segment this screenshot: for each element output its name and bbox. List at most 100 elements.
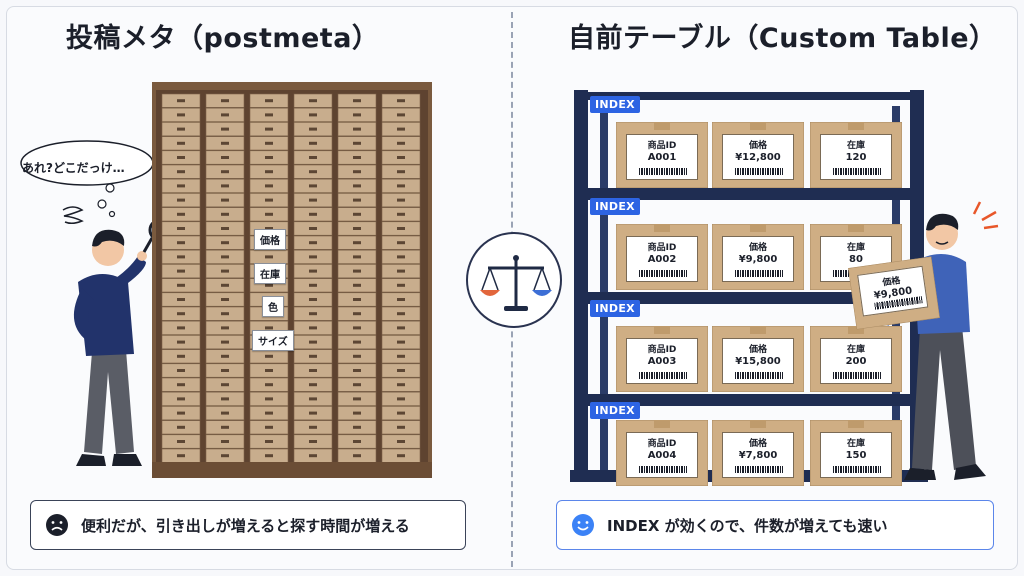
drawer-handle [221, 128, 229, 131]
drawer-handle [177, 383, 185, 386]
drawer-handle [353, 241, 361, 244]
drawer-handle [397, 341, 405, 344]
drawer-handle [265, 170, 273, 173]
drawer-handle [177, 312, 185, 315]
drawer-handle [353, 284, 361, 287]
box-label: 価格¥9,800 [722, 236, 794, 282]
drawer-handle [221, 426, 229, 429]
drawer-handle [397, 213, 405, 216]
drawer-handle [353, 255, 361, 258]
barcode-icon [735, 168, 783, 175]
drawer-handle [265, 156, 273, 159]
drawer-handle [309, 440, 317, 443]
drawer-handle [221, 355, 229, 358]
product-box: 価格¥7,800 [712, 420, 804, 486]
box-value: ¥12,800 [723, 152, 793, 163]
drawer-handle [397, 184, 405, 187]
drawer-handle [221, 454, 229, 457]
drawer-handle [265, 99, 273, 102]
drawer-handle [177, 426, 185, 429]
drawer-handle [397, 369, 405, 372]
drawer-handle [177, 270, 185, 273]
left-caption-box: 便利だが、引き出しが増えると探す時間が増える [30, 500, 466, 550]
drawer-handle [177, 156, 185, 159]
drawer-handle [309, 170, 317, 173]
drawer-handle [353, 227, 361, 230]
drawer-handle [221, 412, 229, 415]
drawer-handle [397, 227, 405, 230]
box-key: 価格 [723, 436, 793, 449]
drawer-handle [265, 284, 273, 287]
drawer-handle [353, 99, 361, 102]
drawer-label-size: サイズ [252, 330, 294, 351]
drawer-handle [221, 326, 229, 329]
barcode-icon [735, 466, 783, 473]
drawer-handle [397, 199, 405, 202]
drawer-handle [265, 383, 273, 386]
drawer-handle [309, 397, 317, 400]
drawer-handle [309, 284, 317, 287]
drawer-handle [265, 199, 273, 202]
box-label: 商品IDA003 [626, 338, 698, 384]
drawer-handle [265, 397, 273, 400]
drawer-handle [265, 454, 273, 457]
drawer-handle [397, 454, 405, 457]
drawer-handle [265, 355, 273, 358]
drawer-handle [177, 397, 185, 400]
drawer-handle [265, 213, 273, 216]
drawer-handle [353, 326, 361, 329]
box-label: 在庫120 [820, 134, 892, 180]
drawer-handle [397, 298, 405, 301]
drawer-handle [309, 326, 317, 329]
drawer-handle [309, 355, 317, 358]
drawer-handle [397, 113, 405, 116]
product-box: 商品IDA003 [616, 326, 708, 392]
box-value: 120 [821, 152, 891, 163]
drawer-handle [309, 142, 317, 145]
drawer-handle [353, 170, 361, 173]
drawer-handle [397, 312, 405, 315]
drawer-handle [265, 369, 273, 372]
drawer-handle [221, 312, 229, 315]
drawer-handle [353, 454, 361, 457]
drawer-handle [309, 369, 317, 372]
drawer-handle [221, 383, 229, 386]
excitement-lines-icon [970, 200, 1002, 230]
drawer-handle [265, 184, 273, 187]
drawer-handle [221, 341, 229, 344]
drawer-handle [177, 142, 185, 145]
box-value: A002 [627, 254, 697, 265]
drawer-handle [177, 326, 185, 329]
drawer-handle [265, 440, 273, 443]
drawer-handle [177, 99, 185, 102]
happy-person-figure [870, 200, 1010, 480]
drawer-handle [221, 298, 229, 301]
box-value: ¥9,800 [723, 254, 793, 265]
box-label: 商品IDA004 [626, 432, 698, 478]
drawer-handle [397, 142, 405, 145]
drawer-handle [397, 355, 405, 358]
drawer-handle [353, 128, 361, 131]
drawer-cabinet [152, 82, 432, 478]
drawer-handle [353, 312, 361, 315]
drawer-handle [309, 156, 317, 159]
drawer-handle [353, 440, 361, 443]
drawer-handle [221, 170, 229, 173]
drawer-handle [353, 341, 361, 344]
barcode-icon [833, 168, 881, 175]
drawer-handle [309, 270, 317, 273]
drawer-handle [397, 426, 405, 429]
drawer-handle [353, 355, 361, 358]
barcode-icon [639, 168, 687, 175]
box-key: 在庫 [821, 138, 891, 151]
drawer-handle [353, 412, 361, 415]
drawer-handle [265, 255, 273, 258]
drawer-handle [221, 142, 229, 145]
drawer-handle [221, 199, 229, 202]
drawer-handle [221, 270, 229, 273]
drawer-handle [309, 341, 317, 344]
happy-face-icon [571, 513, 595, 537]
